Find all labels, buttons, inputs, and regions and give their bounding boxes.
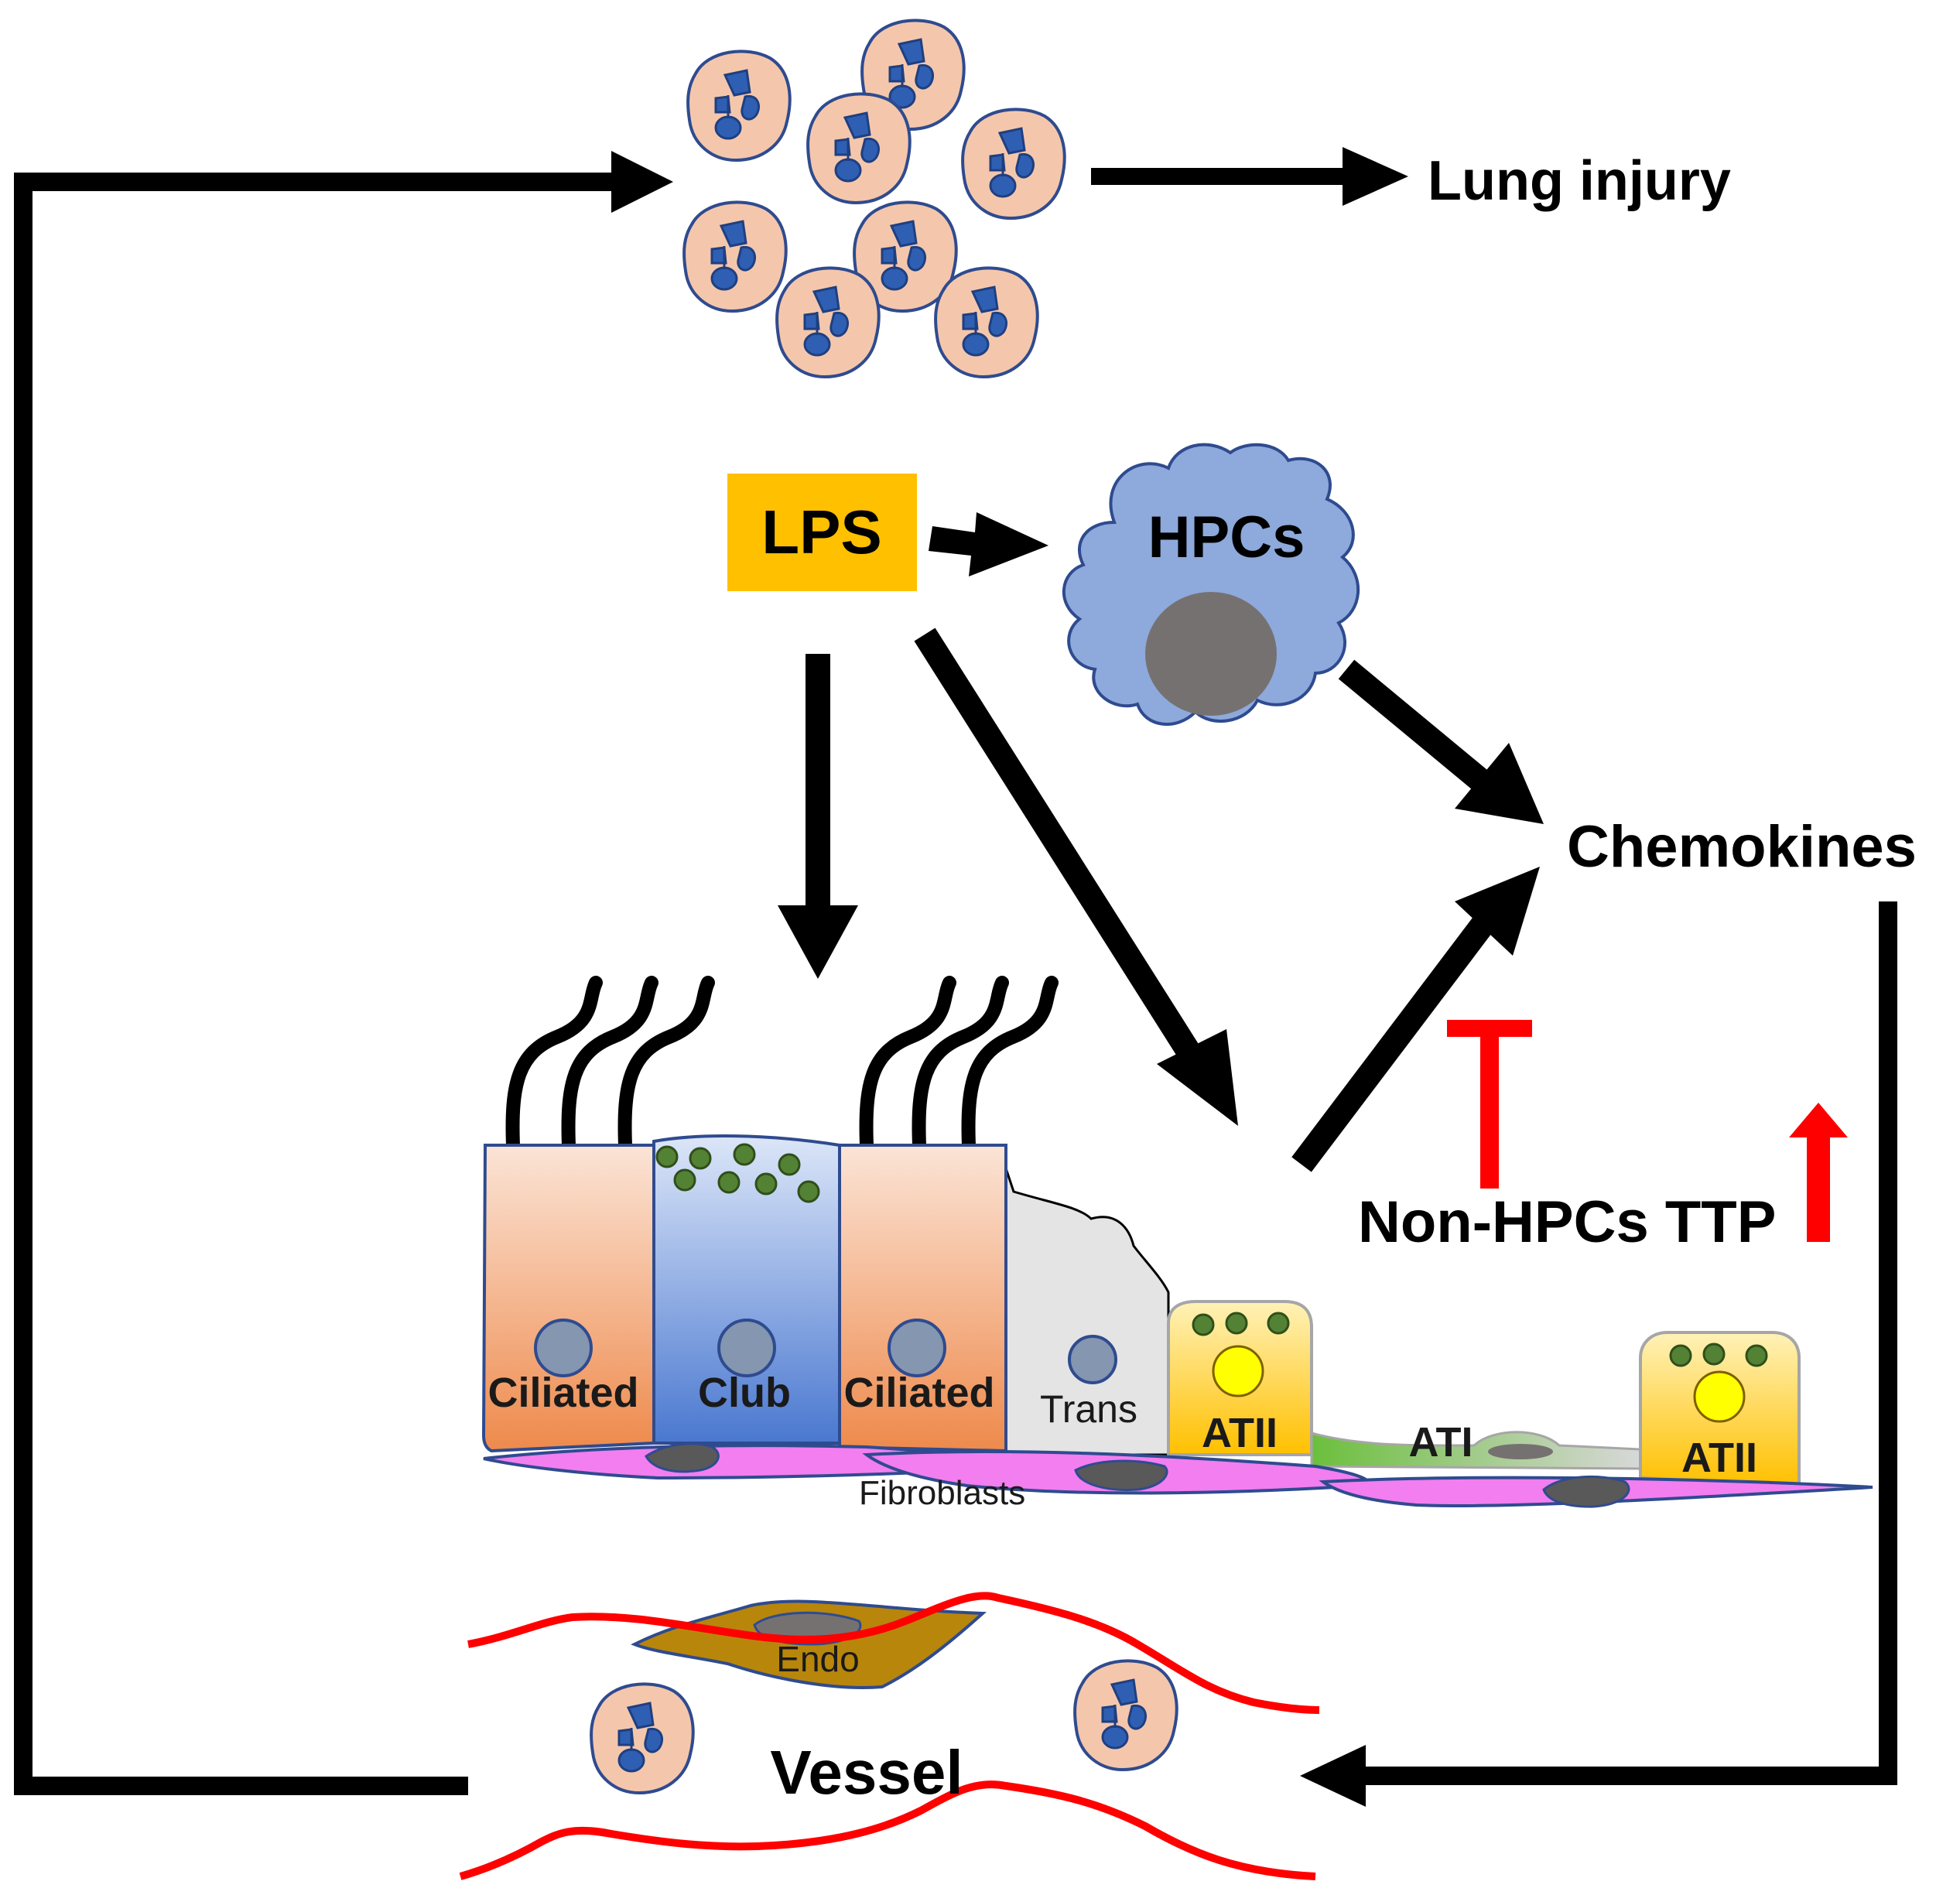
non-hpcs-ttp-label: Non-HPCs TTP: [1358, 1189, 1776, 1255]
feedback-loop: [14, 173, 1897, 1795]
neutrophil-icon: [682, 200, 788, 313]
vessel: Endo Vessel: [459, 1592, 1320, 1880]
neutrophil-icon: [1073, 1659, 1178, 1771]
arrow-lps-to-epithelium: [778, 654, 858, 979]
lps-label: LPS: [761, 498, 882, 566]
atii-nucleus-1: [1212, 1345, 1264, 1397]
atii-label-1: ATII: [1202, 1410, 1278, 1456]
hpcs-label: HPCs: [1148, 505, 1305, 570]
epithelium: Ciliated Club Ciliated Trans ATII ATI AT…: [481, 976, 1873, 1512]
ciliated-cell-1: [481, 1144, 655, 1453]
vessel-label: Vessel: [770, 1738, 963, 1807]
inhibition-icon: [1447, 1020, 1532, 1189]
neutrophil-cluster: [682, 19, 1066, 378]
ati-nucleus: [1488, 1444, 1553, 1459]
neutrophil-icon: [775, 266, 881, 378]
trans-cell: [997, 1144, 1170, 1456]
ciliated-label-2: Ciliated: [843, 1370, 994, 1416]
neutrophil-icon: [934, 266, 1039, 378]
lps-box: [727, 474, 917, 591]
nuclei: [534, 1319, 1117, 1384]
atii-label-2: ATII: [1681, 1435, 1757, 1481]
ati-label: ATI: [1409, 1419, 1473, 1466]
arrow-hpcs-to-chemokines: [1338, 659, 1544, 824]
hpc-nucleus: [1145, 592, 1277, 716]
ciliated-label-1: Ciliated: [487, 1370, 638, 1416]
lung-injury-label: Lung injury: [1428, 150, 1731, 212]
ati-cell: [1310, 1431, 1642, 1470]
arrow-atii-to-chemokines: [1291, 867, 1540, 1172]
arrow-lps-to-atii: [914, 628, 1238, 1126]
cilia: [505, 976, 1059, 1152]
arrow-to-lung-injury: [1091, 147, 1408, 206]
vessel-wall-top: [467, 1592, 1320, 1714]
vessel-wall-bottom: [459, 1780, 1316, 1880]
up-regulation-icon: [1789, 1103, 1848, 1242]
fibroblasts: [483, 1442, 1873, 1508]
endo-label: Endo: [776, 1639, 859, 1679]
neutrophil-icon: [806, 92, 912, 204]
hpcs-cell: [1062, 443, 1360, 726]
atii-nucleus-2: [1693, 1370, 1746, 1423]
neutrophil-icon: [686, 50, 792, 162]
arrowheads: [611, 151, 1366, 1807]
neutrophil-icon: [961, 108, 1066, 220]
chemokines-label: Chemokines: [1567, 814, 1917, 880]
club-label: Club: [698, 1370, 791, 1416]
club-granules: [655, 1143, 820, 1203]
neutrophil-icon: [590, 1682, 695, 1794]
arrow-lps-to-hpcs: [929, 512, 1048, 576]
fibroblasts-label: Fibroblasts: [859, 1474, 1025, 1512]
trans-label: Trans: [1040, 1387, 1137, 1431]
